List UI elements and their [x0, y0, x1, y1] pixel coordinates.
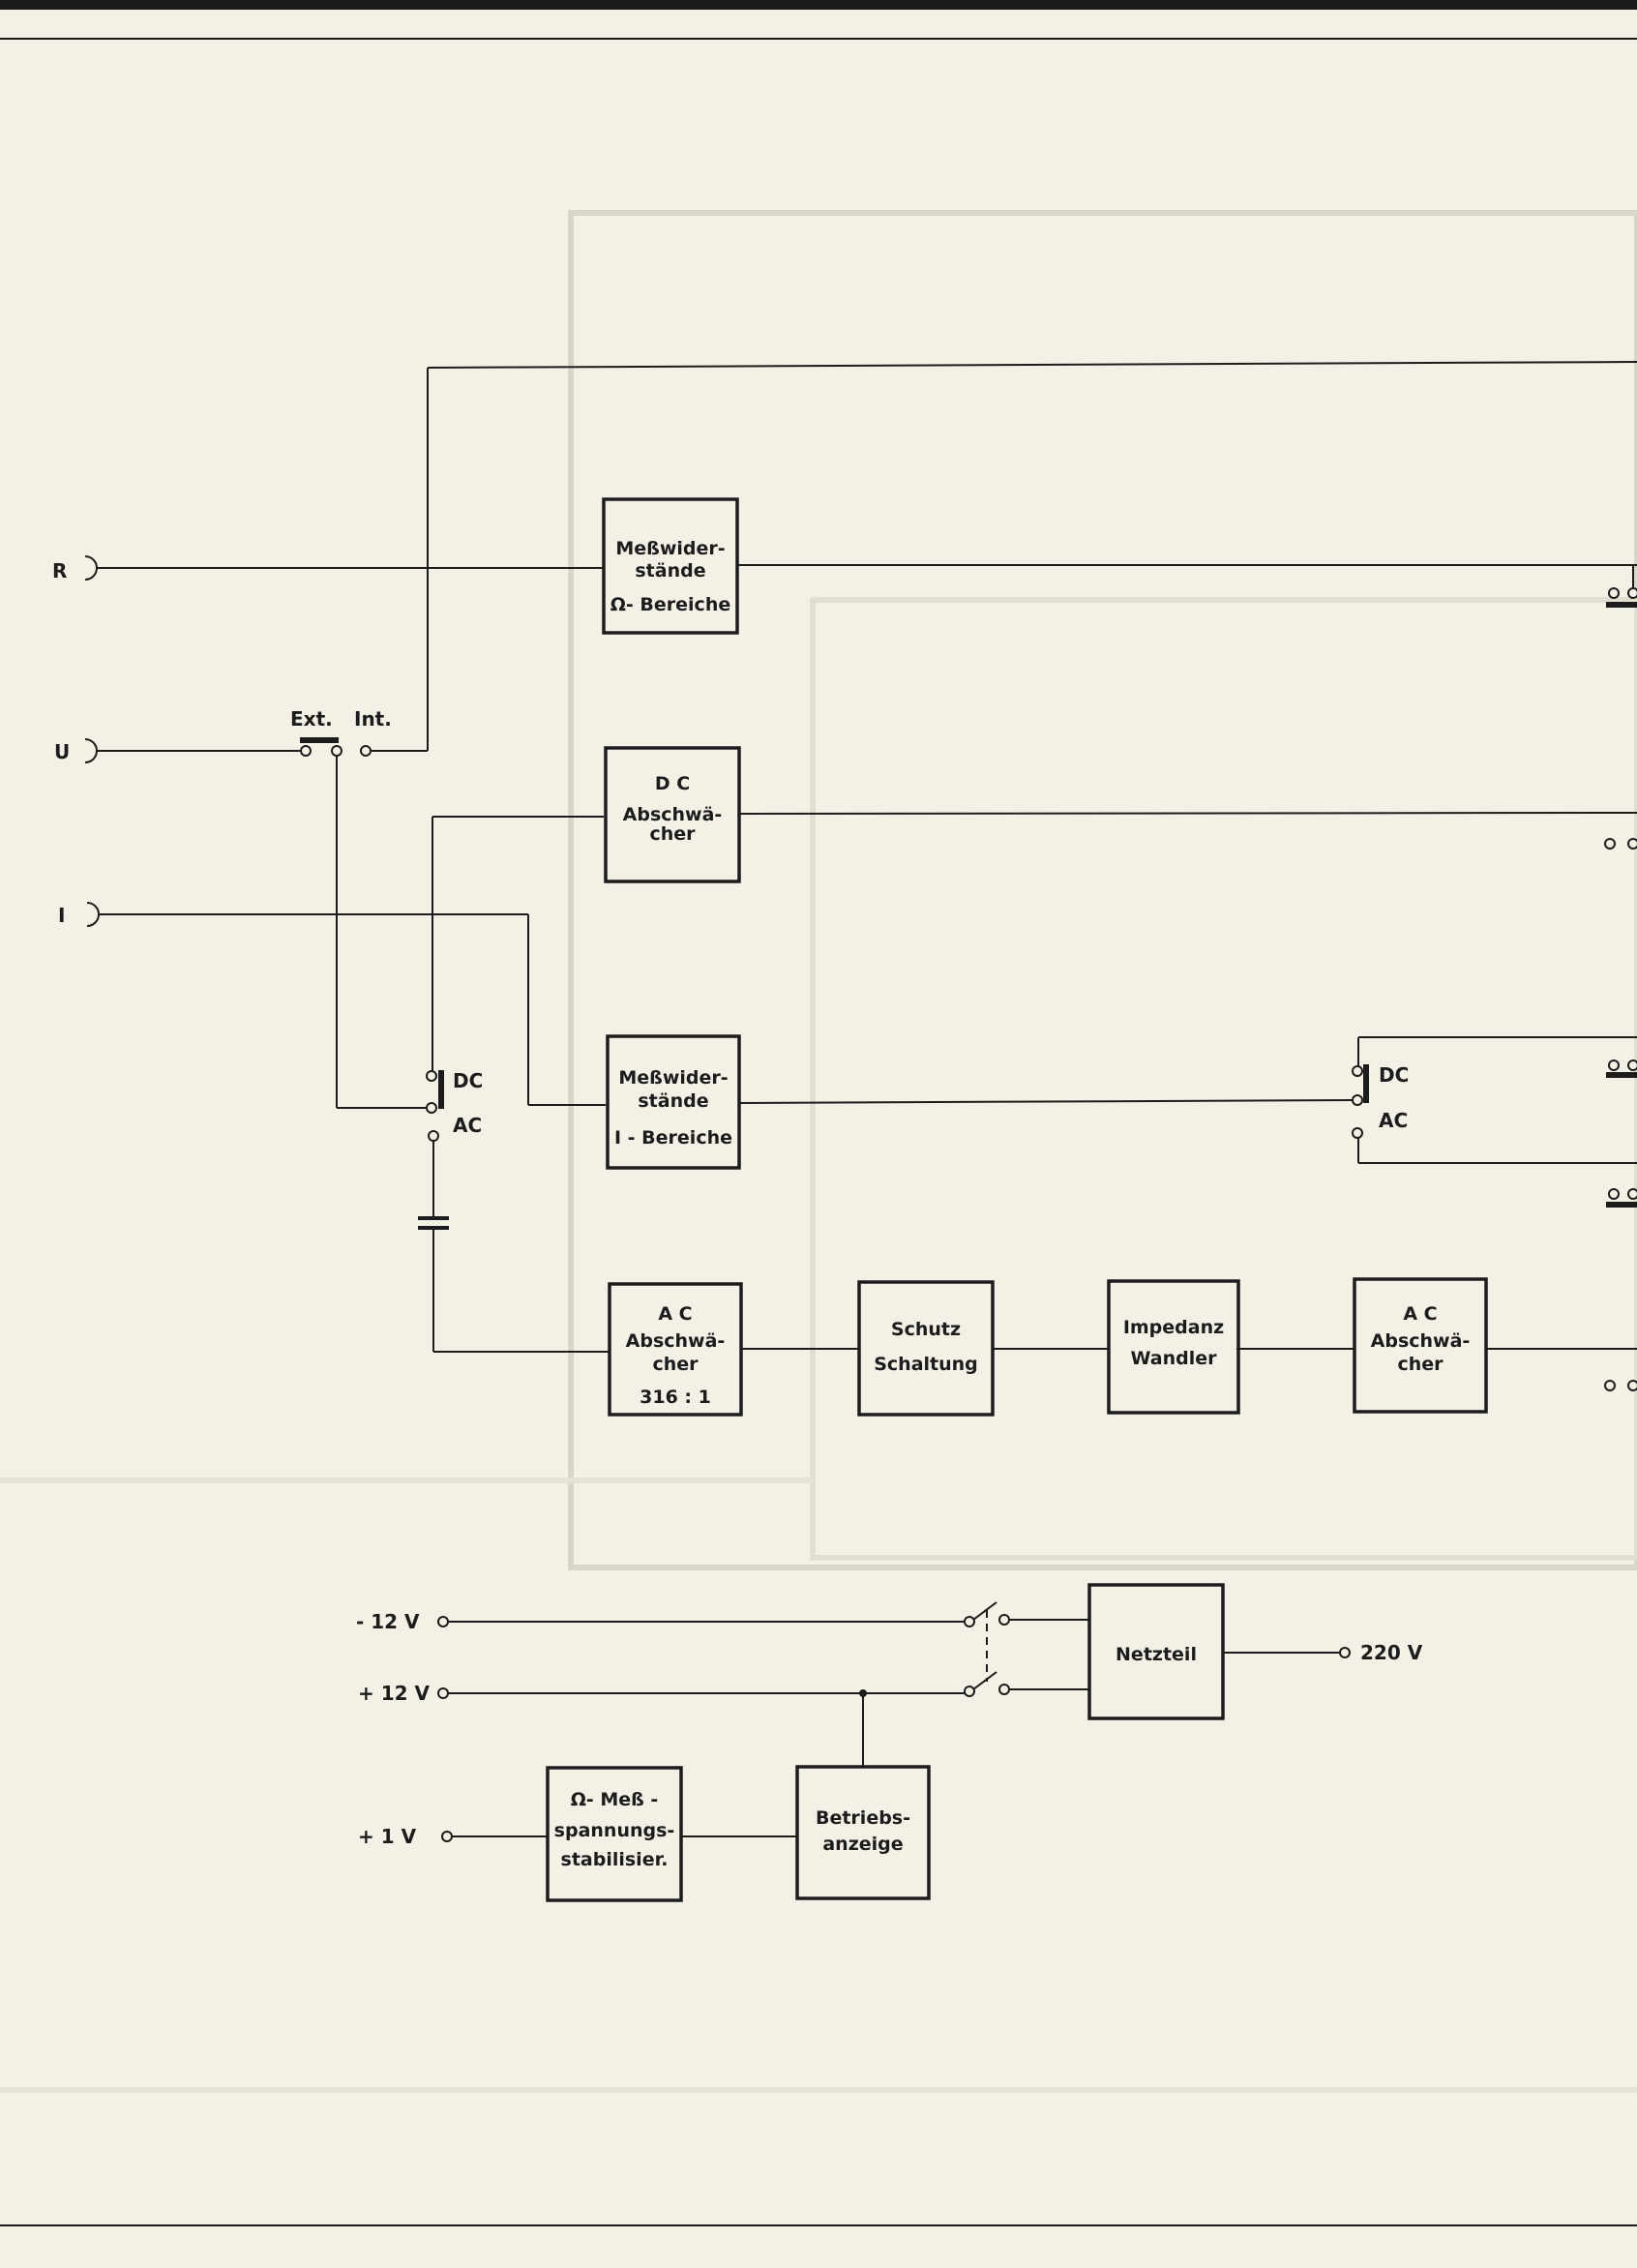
mains-switch: [964, 1601, 1010, 1697]
dc-label-left: DC: [453, 1069, 483, 1092]
power-terminals: - 12 V + 12 V + 1 V: [356, 1610, 867, 1848]
svg-text:Wandler: Wandler: [1131, 1348, 1218, 1369]
svg-text:Abschwä-: Abschwä-: [1371, 1330, 1471, 1352]
ac-label-left: AC: [453, 1114, 482, 1137]
plus-12v-label: + 12 V: [358, 1682, 431, 1705]
svg-text:spannungs-: spannungs-: [554, 1820, 675, 1841]
block-betriebsanzeige: Betriebs- anzeige: [795, 1765, 931, 1900]
svg-text:cher: cher: [649, 823, 696, 845]
block-impedanz-wandler: Impedanz Wandler: [1107, 1279, 1240, 1415]
int-label: Int.: [354, 707, 392, 731]
input-u: U: [54, 738, 98, 763]
svg-text:stände: stände: [635, 560, 705, 582]
svg-text:316 : 1: 316 : 1: [640, 1387, 711, 1408]
paper-show-through: [0, 210, 1637, 2093]
plus-1v-label: + 1 V: [358, 1825, 417, 1848]
coupling-capacitor: [418, 1216, 449, 1230]
svg-text:Schaltung: Schaltung: [874, 1354, 978, 1375]
ext-int-switch: Ext. Int.: [290, 707, 392, 757]
right-edge-contacts: [1604, 565, 1637, 1391]
ext-label: Ext.: [290, 707, 333, 731]
block-ohm-mess-stabilisierung: Ω- Meß - spannungs- stabilisier.: [546, 1766, 683, 1902]
block-messwiderstaende-i: Meßwider- stände I - Bereiche: [606, 1034, 741, 1170]
input-r: R: [52, 555, 98, 582]
svg-text:stabilisier.: stabilisier.: [561, 1849, 669, 1870]
block-messwiderstaende-ohm: Meßwider- stände Ω- Bereiche: [602, 497, 739, 635]
svg-text:A C: A C: [1403, 1303, 1437, 1325]
svg-text:D C: D C: [655, 773, 690, 794]
svg-text:Abschwä-: Abschwä-: [623, 804, 723, 825]
svg-text:stände: stände: [638, 1090, 708, 1112]
ac-label-right: AC: [1379, 1109, 1408, 1132]
svg-text:Abschwä-: Abschwä-: [626, 1330, 726, 1352]
block-netzteil: Netzteil: [1087, 1583, 1225, 1720]
wiring: [97, 361, 1637, 1837]
block-ac-abschwaecher-right: A C Abschwä- cher: [1353, 1277, 1488, 1414]
input-i: I: [58, 902, 100, 927]
svg-text:I - Bereiche: I - Bereiche: [614, 1127, 732, 1149]
input-u-label: U: [54, 740, 70, 763]
svg-text:Netzteil: Netzteil: [1116, 1644, 1197, 1665]
svg-text:Schutz: Schutz: [891, 1319, 961, 1340]
svg-text:Impedanz: Impedanz: [1123, 1317, 1224, 1338]
svg-text:cher: cher: [1397, 1354, 1444, 1375]
dc-ac-switch-right: DC AC: [1352, 1063, 1409, 1139]
svg-text:Ω- Meß -: Ω- Meß -: [571, 1789, 659, 1810]
svg-text:A C: A C: [658, 1303, 692, 1325]
dc-label-right: DC: [1379, 1063, 1409, 1087]
block-dc-abschwaecher: D C Abschwä- cher: [604, 746, 741, 883]
top-border: [0, 0, 1637, 10]
block-ac-abschwaecher-316: A C Abschwä- cher 316 : 1: [608, 1282, 743, 1417]
svg-text:Meßwider-: Meßwider-: [615, 538, 725, 559]
dc-ac-switch-left: DC AC: [426, 1069, 483, 1142]
input-r-label: R: [52, 559, 67, 582]
svg-text:Betriebs-: Betriebs-: [816, 1807, 910, 1829]
svg-text:cher: cher: [652, 1354, 699, 1375]
svg-text:Meßwider-: Meßwider-: [618, 1067, 728, 1089]
mains-input: 220 V: [1339, 1641, 1423, 1664]
svg-text:anzeige: anzeige: [822, 1834, 903, 1855]
mains-220v-label: 220 V: [1360, 1641, 1423, 1664]
svg-text:Ω- Bereiche: Ω- Bereiche: [610, 594, 730, 615]
block-schutz-schaltung: Schutz Schaltung: [857, 1280, 995, 1417]
input-i-label: I: [58, 904, 65, 927]
minus-12v-label: - 12 V: [356, 1610, 420, 1633]
